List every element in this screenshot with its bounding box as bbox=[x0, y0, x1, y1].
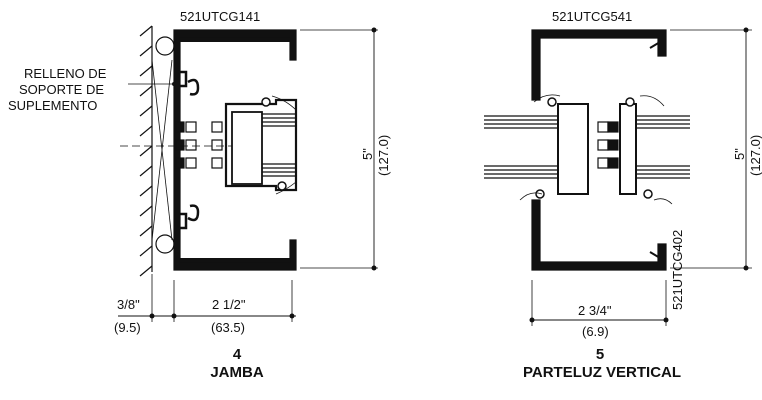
mullion-width-mm: (6.9) bbox=[582, 324, 609, 339]
mullion-frame-profile bbox=[484, 29, 690, 271]
mullion-detail-number: 5 bbox=[595, 346, 605, 363]
jamb-callout-line-1: RELLENO DE bbox=[24, 66, 107, 81]
jamb-dimensions bbox=[118, 27, 378, 322]
mullion-dimensions bbox=[529, 27, 752, 326]
mullion-height-in: 5" bbox=[732, 148, 747, 160]
jamb-shim-mm: (9.5) bbox=[114, 320, 141, 335]
mullion-height-mm: (127.0) bbox=[748, 134, 762, 176]
jamb-height-mm: (127.0) bbox=[376, 134, 391, 176]
mullion-detail-title: PARTELUZ VERTICAL bbox=[522, 364, 682, 381]
jamb-callout-line-2: SOPORTE DE bbox=[19, 82, 105, 97]
mullion-part-number-side: 521UTCG402 bbox=[670, 229, 685, 310]
jamb-frame-profile bbox=[120, 29, 298, 271]
jamb-detail-title: JAMBA bbox=[210, 364, 264, 381]
mullion-width-in: 2 3/4" bbox=[578, 303, 612, 318]
mullion-part-number-top: 521UTCG541 bbox=[552, 9, 633, 24]
jamb-part-number: 521UTCG141 bbox=[180, 9, 261, 24]
jamb-width-mm: (63.5) bbox=[211, 320, 245, 335]
jamb-width-in: 2 1/2" bbox=[212, 297, 246, 312]
jamb-callout-line-3: SUPLEMENTO bbox=[8, 98, 98, 113]
jamb-wall-hatch bbox=[139, 25, 173, 277]
jamb-height-in: 5" bbox=[360, 148, 375, 160]
jamb-detail-number: 4 bbox=[232, 346, 242, 363]
jamb-shim-in: 3/8" bbox=[117, 297, 140, 312]
